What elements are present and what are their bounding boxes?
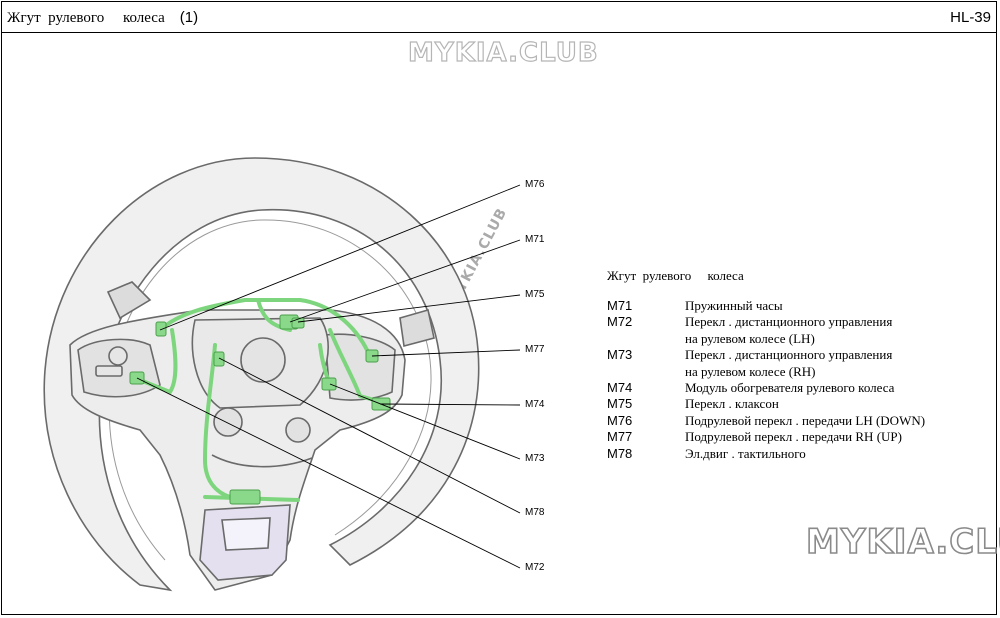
harness-down (203, 343, 232, 499)
legend-title: Жгут рулевого колеса (607, 268, 744, 283)
leader-m71 (289, 239, 521, 323)
legend-item-id: M78 (607, 445, 633, 461)
legend-item-desc: Модуль обогревателя рулевого колеса (685, 380, 895, 396)
legend-item-desc: Подрулевой перекл . передачи LH (DOWN) (685, 412, 926, 428)
legend-item: M78 Эл.двиг . тактильного (607, 446, 925, 462)
right-paddle (399, 308, 435, 348)
legend-item: M72 Перекл . дистанционного управления на… (607, 314, 925, 347)
connector-m76 (155, 321, 167, 337)
legend-item-id: M74 (607, 380, 633, 396)
legend-item-desc: Подрулевой перекл . передачи RH (UP) (685, 429, 902, 445)
connectors (129, 314, 391, 505)
hub-bolt-left (213, 407, 243, 437)
legend-item-id: M71 (607, 298, 633, 313)
page-header: Жгут рулевого колеса (1) HL-39 (1, 1, 997, 33)
hub-bolt-right (285, 417, 311, 443)
callout-m73: M73 (525, 453, 545, 464)
leader-m78 (218, 357, 521, 514)
leader-m77 (371, 349, 521, 357)
legend-item-desc: Пружинный часы (685, 298, 783, 313)
legend-item: M75 Перекл . клаксон (607, 396, 925, 412)
legend-item-id: M73 (607, 347, 633, 363)
callout-m74: M74 (525, 399, 545, 410)
legend-item-id: M72 (607, 314, 633, 330)
callout-m72: M72 (525, 562, 545, 573)
leader-m75 (297, 294, 521, 323)
watermark-top: MYKIA.CLUB (407, 37, 599, 68)
page-code: HL-39 (950, 9, 991, 26)
legend-item: M76 Подрулевой перекл . передачи LH (DOWN… (607, 413, 925, 429)
legend-item: M71 Пружинный часы (607, 298, 925, 314)
left-paddle (106, 281, 152, 320)
legend-item-desc: Перекл . дистанционного управления на ру… (685, 347, 893, 379)
connector-m78 (213, 351, 225, 367)
legend-item-id: M77 (607, 429, 633, 445)
harness-left-branch (138, 328, 178, 394)
legend-item: M77 Подрулевой перекл . передачи RH (UP) (607, 429, 925, 445)
connector-m73 (321, 377, 337, 391)
watermark-bottom: MYKIA.CLUB (805, 521, 1000, 563)
legend-item-desc: Перекл . клаксон (685, 396, 779, 412)
callout-m75: M75 (525, 289, 545, 300)
legend-item: M74 Модуль обогревателя рулевого колеса (607, 380, 925, 396)
callout-m71: M71 (525, 234, 545, 245)
legend-item-id: M76 (607, 412, 633, 428)
legend-item-desc: Перекл . дистанционного управления на ру… (685, 314, 893, 346)
wheel-rim-outer (43, 157, 480, 592)
page-title: Жгут рулевого колеса (1) (7, 9, 199, 26)
legend-item-id: M75 (607, 396, 633, 412)
legend: Жгут рулевого колеса M71 Пружинный часы M… (607, 268, 925, 462)
legend-item-desc: Эл.двиг . тактильного (685, 445, 806, 461)
leader-m74 (379, 403, 521, 406)
steering-wheel-drawing (43, 157, 480, 592)
leader-m76 (159, 184, 521, 331)
harness-main-upper (158, 298, 370, 354)
leader-m72 (136, 377, 521, 569)
leader-m73 (329, 383, 521, 460)
callout-m76: M76 (525, 179, 545, 190)
callout-m78: M78 (525, 507, 545, 518)
callout-m77: M77 (525, 344, 545, 355)
legend-item: M73 Перекл . дистанционного управления на… (607, 347, 925, 380)
connector-lower (229, 489, 261, 505)
leader-lines (136, 184, 521, 569)
